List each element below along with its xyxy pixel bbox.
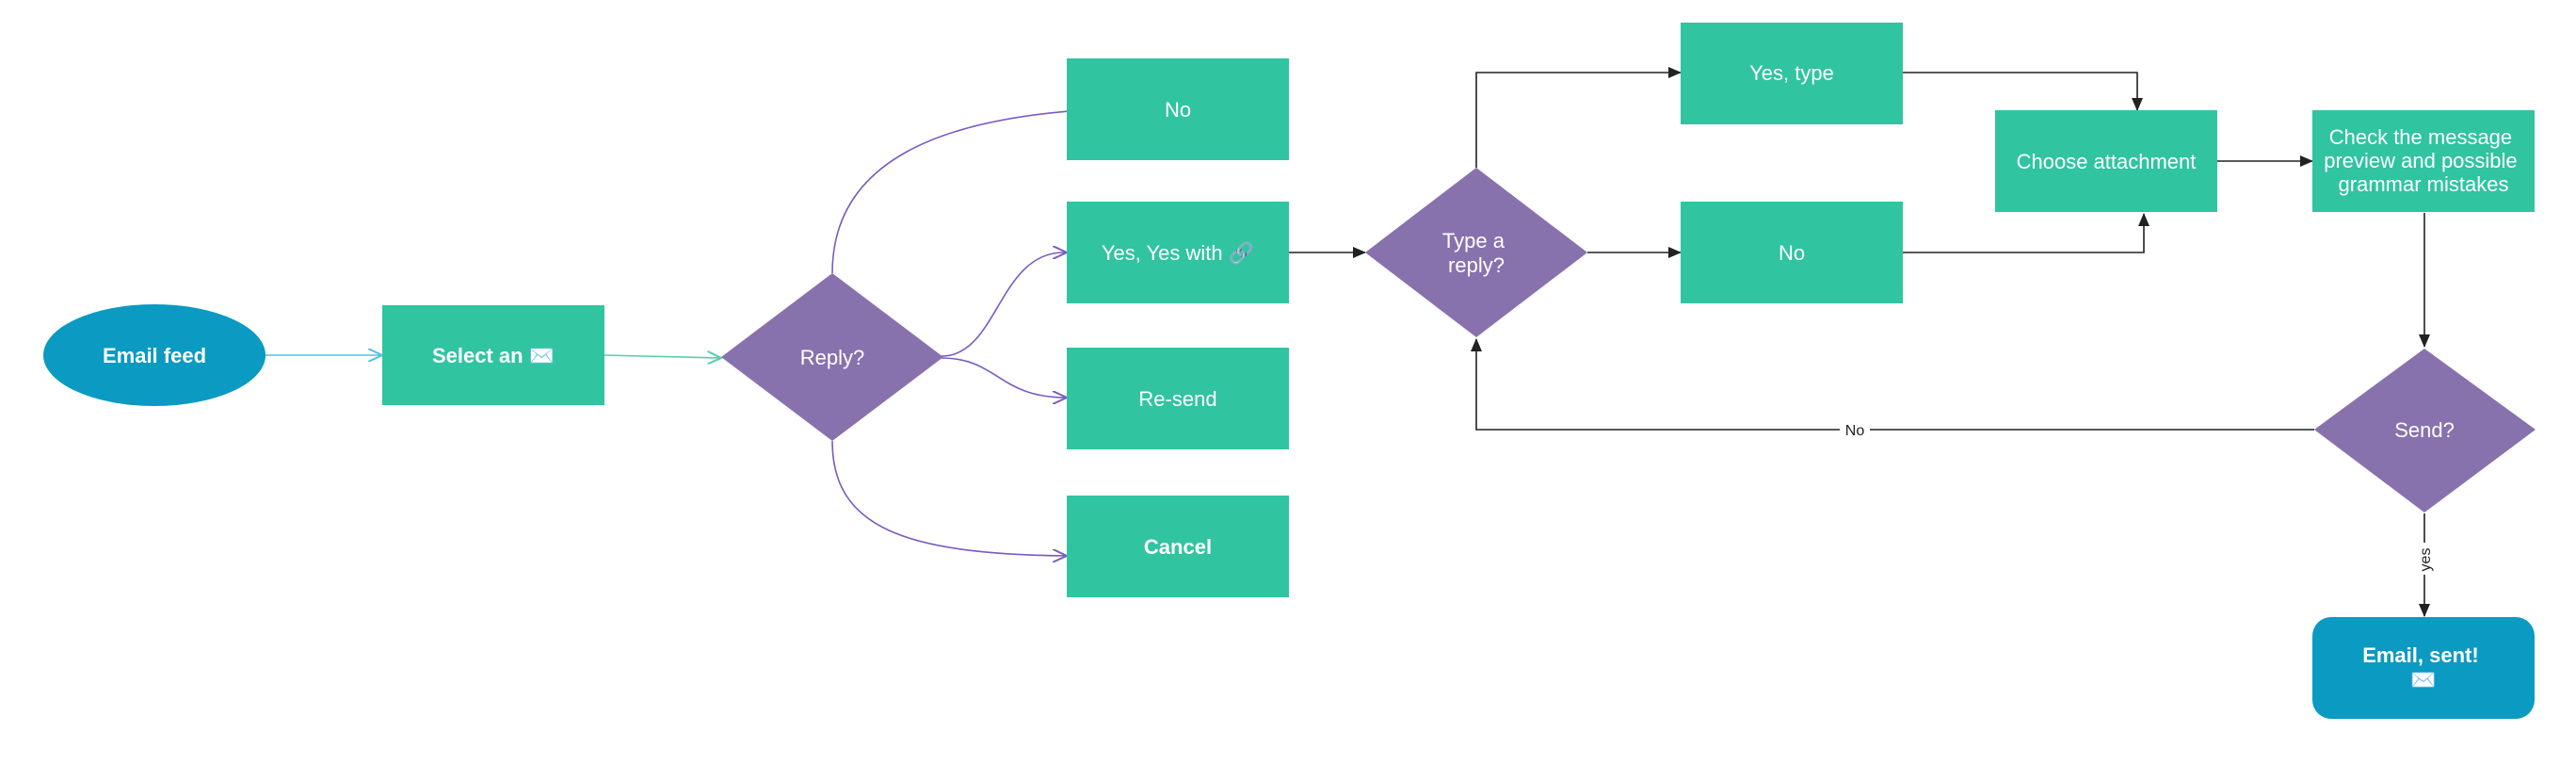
node-resend[interactable]: Re-send (1067, 348, 1289, 449)
node-email-feed[interactable]: Email feed (43, 304, 266, 406)
yes-type-shape (1681, 23, 1903, 124)
node-yes-yes-with[interactable]: Yes, Yes with 🔗 (1067, 202, 1289, 303)
type-reply-decision-shape (1365, 168, 1587, 337)
node-yes-type[interactable]: Yes, type (1681, 23, 1903, 124)
edges: No yes (266, 67, 2435, 617)
edge-select-to-reply (604, 355, 721, 358)
node-reply-decision[interactable]: Reply? (721, 273, 943, 441)
no-1-shape (1067, 58, 1289, 160)
no-2-label: No (1779, 241, 1805, 265)
node-send-decision[interactable]: Send? (2314, 349, 2536, 513)
email-feed-shape (43, 304, 266, 406)
edge-no-to-choose (1903, 213, 2149, 253)
choose-attachment-label: Choose attachment (2017, 150, 2197, 173)
edge-label-yes: yes (2418, 548, 2434, 572)
node-no-1[interactable]: No (1067, 58, 1289, 160)
edge-send-to-typereply-no (1471, 338, 2314, 431)
email-sent-shape (2312, 617, 2535, 719)
type-reply-line-2: reply? (1448, 253, 1505, 277)
check-line-2: preview and possible (2324, 149, 2517, 172)
email-sent-label: Email, sent! ✉️ (2362, 643, 2485, 692)
edge-typereply-to-yestype (1475, 67, 1682, 168)
node-type-reply-decision[interactable]: Type a reply? (1365, 168, 1587, 337)
check-message-label: Check the message preview and possible g… (2324, 125, 2523, 196)
check-message-shape (2312, 110, 2535, 212)
reply-decision-shape (721, 273, 943, 441)
node-no-2[interactable]: No (1681, 202, 1903, 303)
edge-label-no: No (1845, 423, 1865, 439)
resend-label: Re-send (1138, 387, 1216, 411)
edge-reply-to-resend (941, 357, 1067, 398)
cancel-shape (1067, 496, 1289, 597)
edge-yestype-to-choose (1903, 72, 2143, 111)
type-reply-decision-label: Type a reply? (1442, 229, 1510, 277)
select-an-label: Select an ✉️ (432, 344, 555, 367)
edge-reply-to-yes-with (941, 252, 1067, 357)
edge-label-yes-bg (2414, 543, 2435, 575)
node-select-an[interactable]: Select an ✉️ (382, 305, 604, 405)
edge-reply-to-no (831, 109, 1096, 274)
yes-yes-with-label: Yes, Yes with 🔗 (1102, 240, 1254, 266)
node-cancel[interactable]: Cancel (1067, 496, 1289, 597)
resend-shape (1067, 348, 1289, 449)
no-2-shape (1681, 202, 1903, 303)
check-line-1: Check the message (2329, 125, 2512, 149)
choose-attachment-shape (1995, 110, 2217, 212)
cancel-label: Cancel (1144, 535, 1212, 559)
email-feed-label: Email feed (103, 344, 206, 367)
edge-reply-to-cancel (831, 440, 1067, 556)
select-an-shape (382, 305, 604, 405)
no-1-label: No (1165, 98, 1191, 122)
send-decision-shape (2314, 349, 2536, 513)
send-decision-label: Send? (2394, 418, 2455, 442)
email-sent-line-2: ✉️ (2410, 668, 2436, 692)
node-choose-attachment[interactable]: Choose attachment (1995, 110, 2217, 212)
yes-type-label: Yes, type (1749, 61, 1834, 85)
edge-label-no-bg (1840, 418, 1870, 441)
email-sent-line-1: Email, sent! (2362, 643, 2478, 667)
check-line-3: grammar mistakes (2339, 172, 2509, 196)
reply-decision-label: Reply? (800, 346, 864, 369)
type-reply-line-1: Type a (1442, 229, 1505, 252)
node-check-message[interactable]: Check the message preview and possible g… (2312, 110, 2535, 212)
node-email-sent[interactable]: Email, sent! ✉️ (2312, 617, 2535, 719)
yes-yes-with-shape (1067, 202, 1289, 303)
